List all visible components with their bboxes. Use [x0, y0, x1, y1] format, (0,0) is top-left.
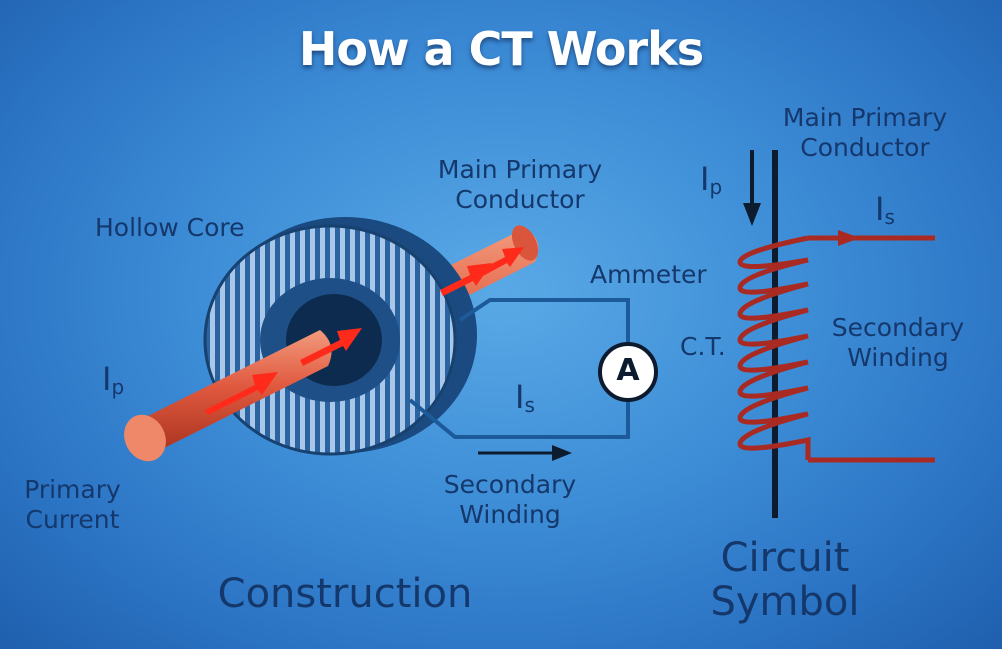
ammeter-label: Ammeter: [590, 260, 707, 289]
is-symbol-label: Is: [875, 190, 895, 229]
symbol-main-primary-label: Main Primary Conductor: [782, 103, 948, 162]
is-construction-label: Is: [515, 378, 535, 417]
symbol-secondary-arrow: [838, 230, 860, 246]
ammeter-a-glyph: A: [616, 353, 640, 388]
ip-construction-label: Ip: [102, 360, 125, 399]
symbol-primary-conductor: [743, 150, 778, 518]
symbol-secondary-coil: [737, 235, 935, 463]
secondary-current-arrow: [478, 445, 572, 461]
ct-label: C.T.: [680, 332, 726, 361]
primary-current-label: Primary Current: [24, 475, 121, 534]
symbol-secondary-winding-label: Secondary Winding: [831, 313, 965, 372]
hollow-core-label: Hollow Core: [95, 213, 245, 242]
construction-caption: Construction: [217, 571, 473, 617]
secondary-winding-label: Secondary Winding: [443, 470, 577, 529]
page-title: How a CT Works: [298, 22, 704, 76]
circuit-symbol-caption: Circuit Symbol: [710, 535, 860, 625]
primary-current-arrows: [205, 247, 524, 415]
ammeter-symbol: [598, 342, 658, 402]
ip-symbol-label: Ip: [700, 160, 723, 199]
main-primary-conductor-label: Main Primary Conductor: [437, 155, 603, 214]
primary-conductor-front: [124, 330, 332, 462]
secondary-wiring: [408, 298, 630, 439]
